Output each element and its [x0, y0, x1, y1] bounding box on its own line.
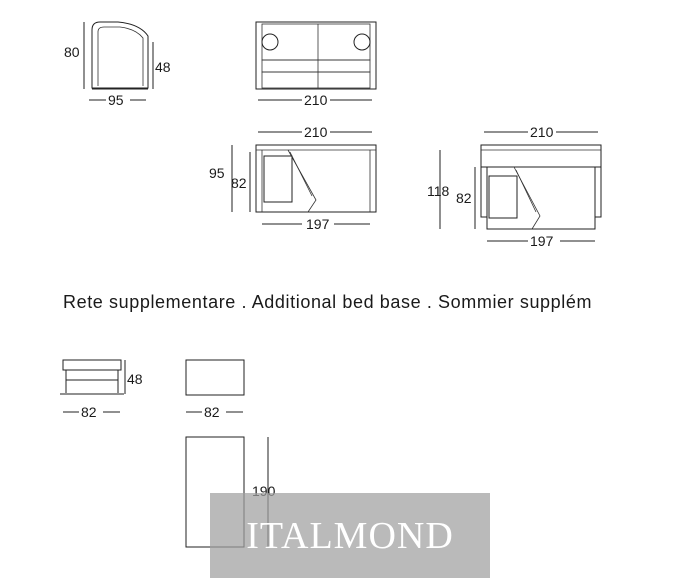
top-inner-width-label: 197 [306, 216, 330, 232]
sofa-open-top-view: 210 118 82 197 [427, 124, 602, 249]
base-side-width-label: 82 [81, 404, 97, 420]
sofa-front-view: 210 [255, 21, 377, 108]
side-seat-height-label: 48 [155, 59, 171, 75]
bed-base-side-view: 48 82 [60, 359, 143, 420]
sofa-side-view: 80 48 95 [64, 21, 171, 108]
watermark-text: ITALMOND [246, 514, 454, 557]
side-height-label: 80 [64, 44, 80, 60]
section-heading: Rete supplementare . Additional bed base… [63, 292, 593, 312]
open-width-label: 210 [530, 124, 554, 140]
top-depth-label: 95 [209, 165, 225, 181]
top-width-label: 210 [304, 124, 328, 140]
watermark-logo: ITALMOND [210, 493, 490, 578]
open-depth-label: 118 [427, 183, 450, 199]
front-width-label: 210 [304, 92, 328, 108]
side-depth-label: 95 [108, 92, 124, 108]
base-side-height-label: 48 [127, 371, 143, 387]
base-top-width-label: 82 [204, 404, 220, 420]
open-seat-depth-label: 82 [456, 190, 472, 206]
sofa-top-view: 210 95 82 197 [209, 124, 377, 232]
top-seat-depth-label: 82 [231, 175, 247, 191]
open-inner-width-label: 197 [530, 233, 554, 249]
bed-base-front-view: 82 [185, 359, 245, 420]
